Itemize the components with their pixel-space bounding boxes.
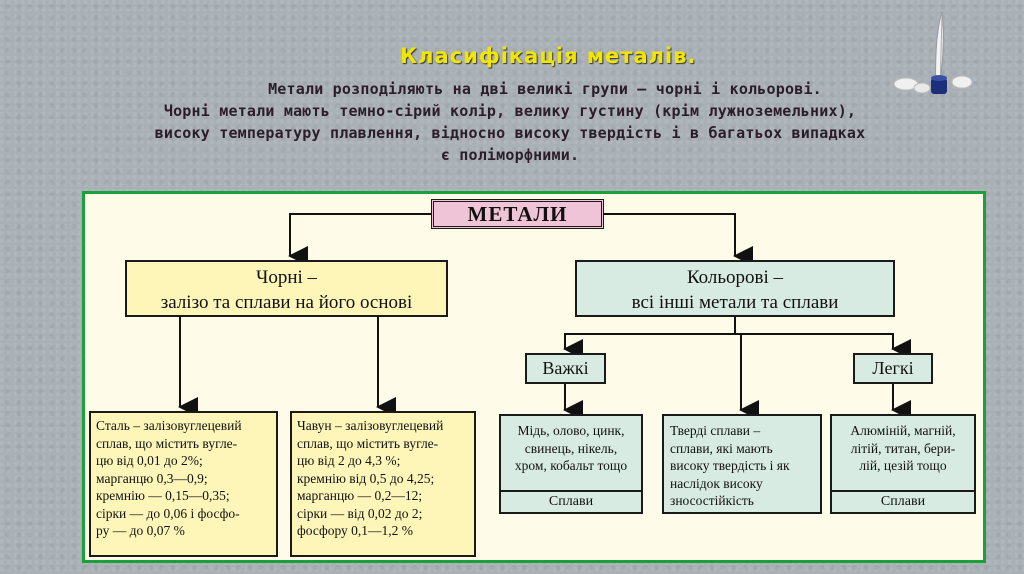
cast-iron-line: сплав, що містить вугле- [297, 435, 439, 451]
cast-iron-line: фосфору 0,1—1,2 % [297, 523, 414, 538]
hard-alloys-line: сплави, які мають [670, 440, 773, 456]
cast-iron-line: марганцю — 0,2—12; [297, 488, 423, 503]
intro-line-2: Чорні метали мають темно-сірий колір, ве… [163, 102, 857, 120]
ferrous-description: залізо та сплави на його основі [160, 292, 413, 313]
ferrous-title: Чорні – [255, 267, 318, 288]
cast-iron-line: кремнію від 0,5 до 4,25; [297, 470, 435, 486]
intro-line-4: є поліморфними. [440, 146, 580, 164]
steel-line: сірки — до 0,06 і фосфо- [96, 505, 240, 521]
heavy-metals-line: хром, кобальт тощо [514, 458, 628, 473]
hard-alloys-line: зносостійкість [670, 493, 754, 508]
light-metals-line: Алюміній, магній, [850, 423, 956, 438]
cast-iron-line: цю від 2 до 4,3 %; [297, 453, 401, 468]
intro-text: Метали розподіляють на дві великі групи … [60, 78, 960, 166]
light-metals-line: лій, цезій тощо [859, 458, 947, 473]
cast-iron-box: Чавун – залізовуглецевий сплав, що місти… [290, 411, 476, 557]
nonferrous-metals-box: Кольорові – всі інші метали та сплави [575, 260, 895, 317]
steel-box: Сталь – залізовуглецевий сплав, що місти… [89, 411, 278, 557]
nonferrous-title: Кольорові – [686, 267, 784, 288]
cast-iron-line: сірки — від 0,02 до 2; [297, 505, 423, 521]
hard-alloys-line: високу твердість і як [670, 458, 790, 473]
heavy-alloys-label: Сплави [501, 490, 641, 512]
steel-line: кремнію — 0,15—0,35; [96, 488, 230, 503]
intro-line-3: високу температуру плавлення, відносно в… [154, 124, 866, 142]
light-metals-line: літій, титан, бери- [850, 440, 956, 456]
metals-root-box: МЕТАЛИ [431, 199, 604, 229]
heavy-metals-box: Важкі [525, 353, 606, 384]
cast-iron-line: Чавун – залізовуглецевий [297, 418, 444, 433]
light-alloys-label: Сплави [832, 490, 974, 512]
quill-inkwell-icon [893, 11, 973, 95]
light-metals-box: Легкі [853, 353, 933, 384]
steel-line: цю від 0,01 до 2%; [96, 453, 203, 468]
steel-line: сплав, що містить вугле- [96, 435, 238, 451]
diagram-panel: МЕТАЛИ Чорні – залізо та сплави на його … [82, 191, 986, 563]
ferrous-metals-box: Чорні – залізо та сплави на його основі [125, 260, 448, 317]
hard-alloys-line: Тверді сплави – [670, 423, 761, 438]
slide-title: Класифікація металів. [400, 44, 697, 68]
steel-line: марганцю 0,3—0,9; [96, 470, 208, 486]
hard-alloys-line: наслідок високу [670, 475, 763, 491]
connector-lines [178, 213, 911, 420]
steel-line: ру — до 0,07 % [96, 523, 185, 538]
light-metals-list-box: Алюміній, магній, літій, титан, бери- лі… [830, 414, 976, 514]
heavy-metals-line: Мідь, олово, цинк, [517, 423, 625, 438]
heavy-metals-list-box: Мідь, олово, цинк, свинець, нікель, хром… [499, 414, 643, 514]
heavy-metals-line: свинець, нікель, [524, 440, 618, 456]
intro-line-1: Метали розподіляють на дві великі групи … [268, 80, 822, 98]
hard-alloys-box: Тверді сплави – сплави, які мають високу… [662, 414, 822, 514]
steel-line: Сталь – залізовуглецевий [96, 418, 242, 433]
nonferrous-description: всі інші метали та сплави [631, 292, 839, 313]
